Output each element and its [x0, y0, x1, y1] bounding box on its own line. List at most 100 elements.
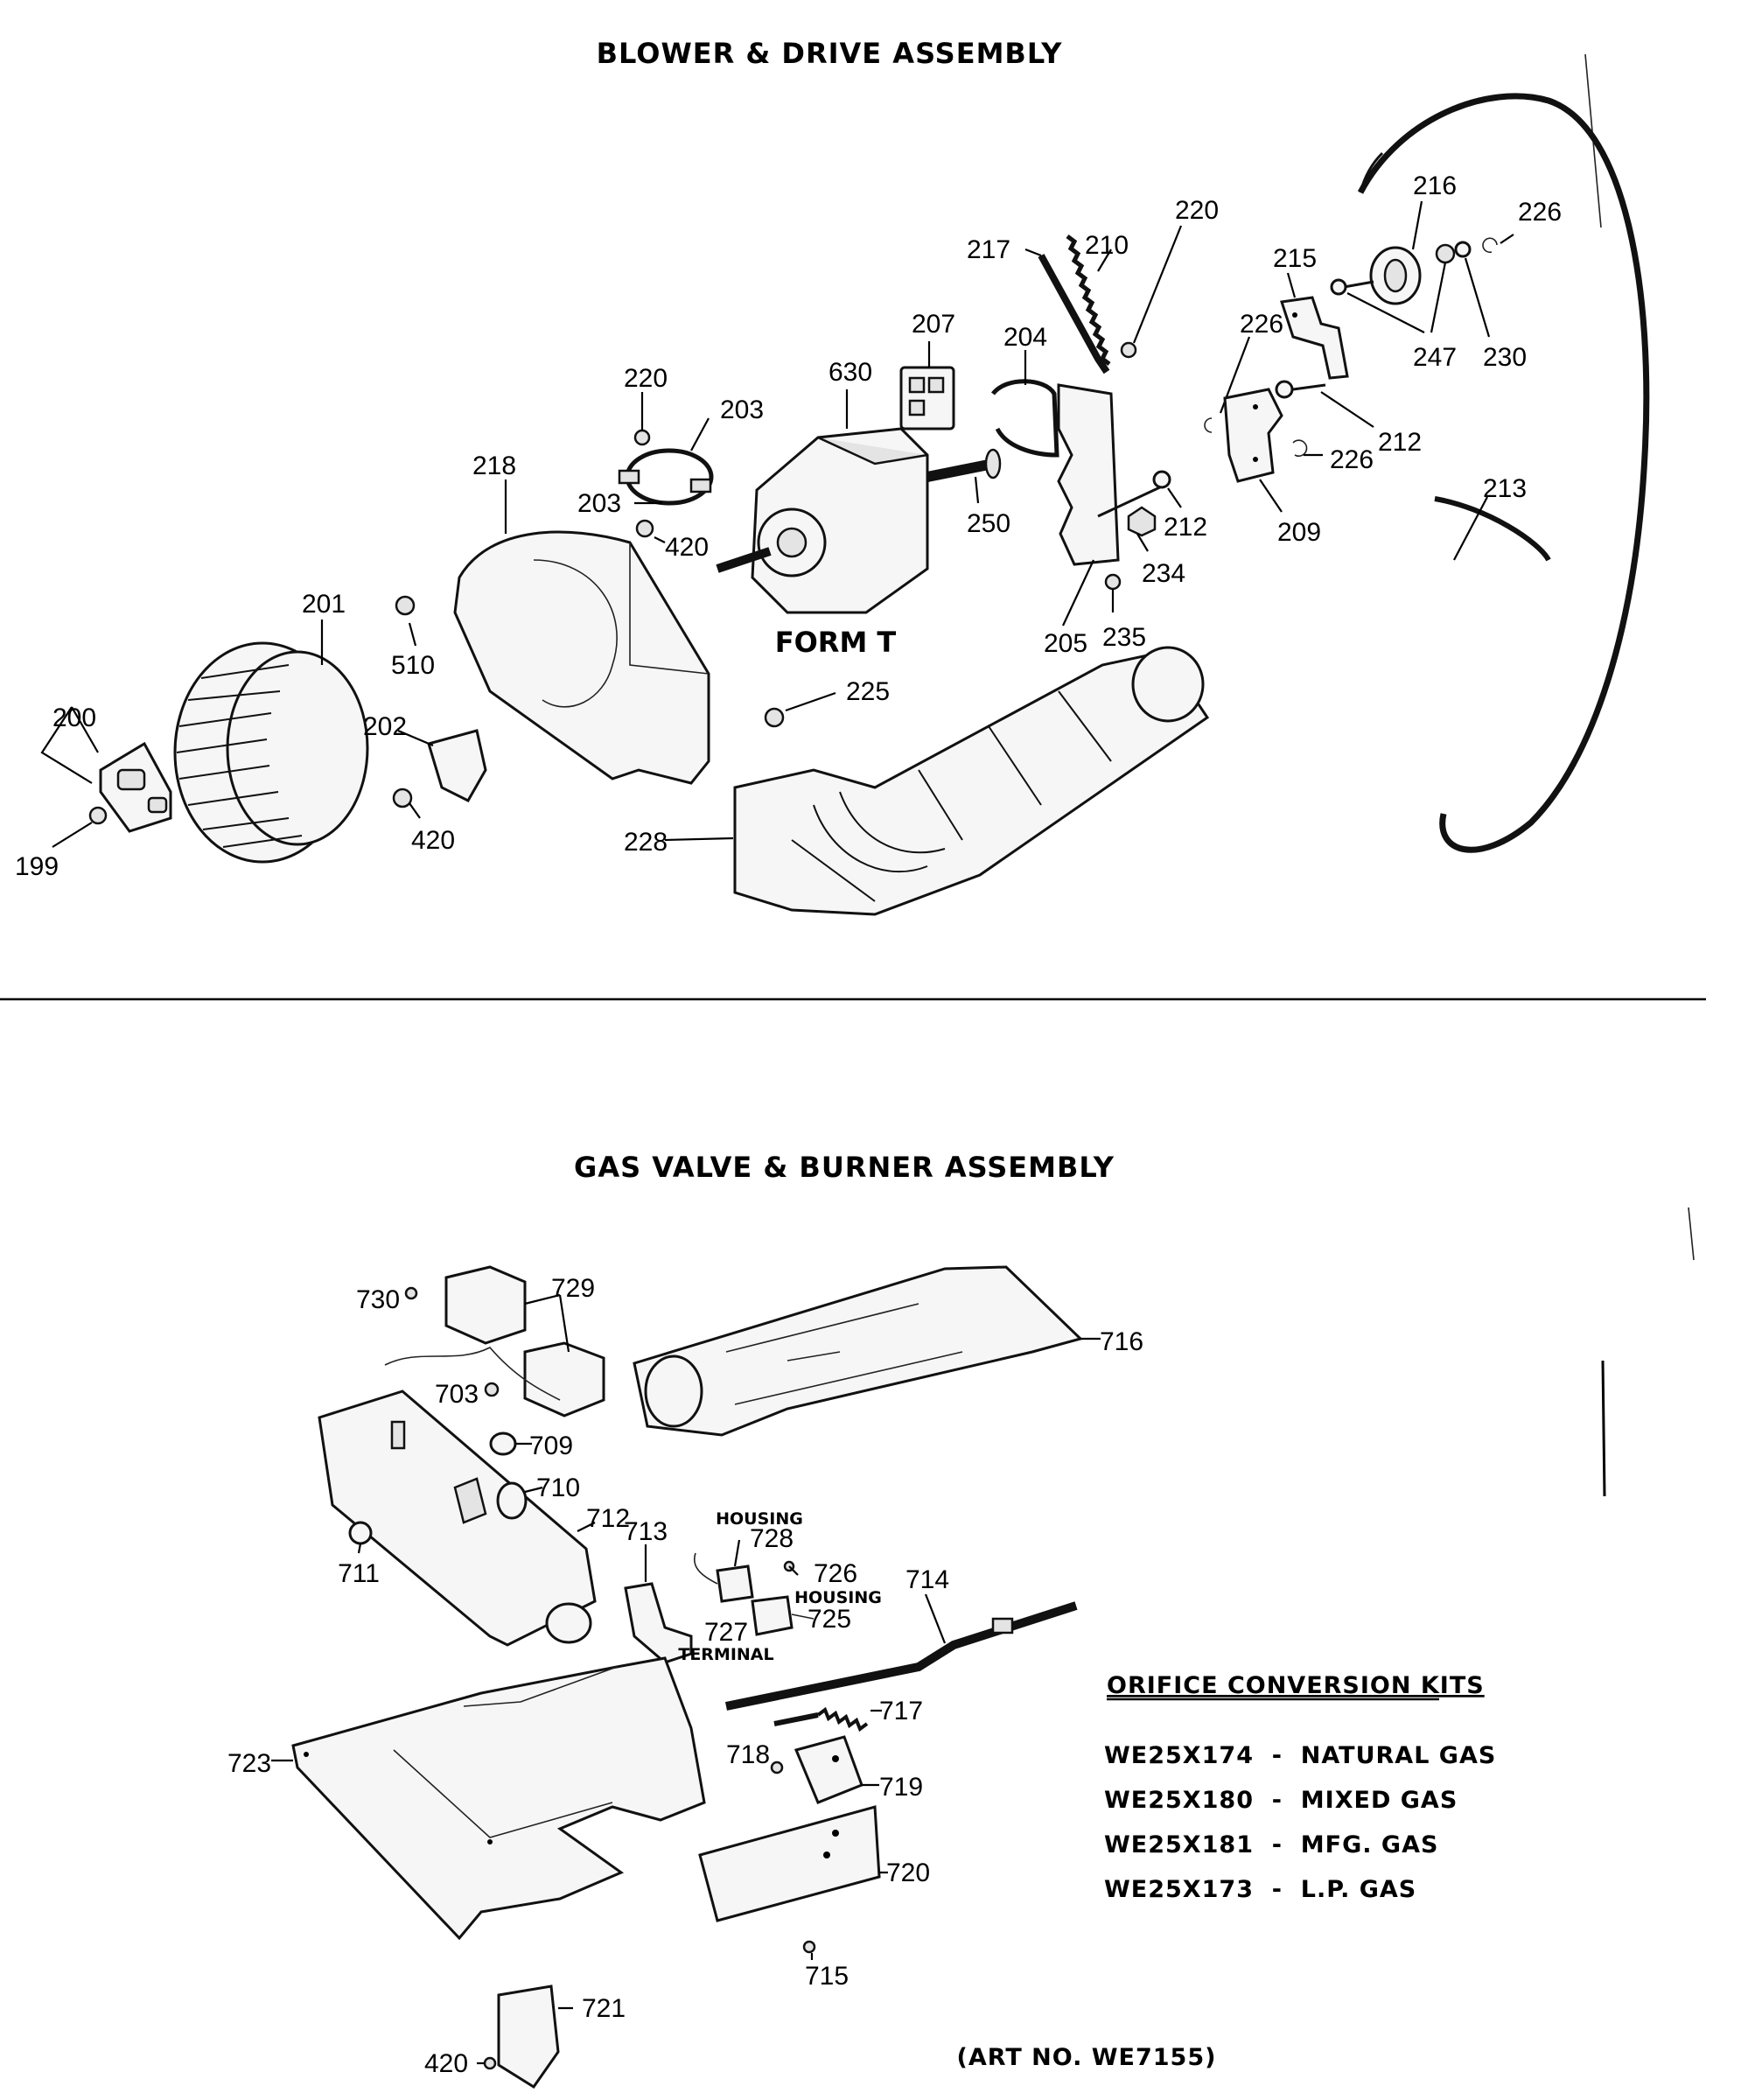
part-720-bracket — [698, 1805, 888, 1922]
callout-723: 723 — [227, 1749, 271, 1778]
housing-label: HOUSING — [716, 1509, 803, 1529]
part-226-clip — [1482, 234, 1514, 254]
part-728-housing — [694, 1539, 754, 1603]
part-220-screw — [1120, 225, 1183, 359]
callout-727: 727 — [704, 1618, 748, 1647]
terminal-label: TERMINAL — [678, 1645, 773, 1664]
callout-720: 720 — [886, 1858, 930, 1887]
leader-250 — [974, 476, 980, 504]
callout-218: 218 — [472, 452, 516, 480]
part-217-idler-arm — [1024, 248, 1110, 374]
part-230-washer — [1454, 241, 1491, 338]
part-200-bracket — [40, 706, 172, 833]
part-709-fitting — [489, 1432, 532, 1456]
part-726-pin — [783, 1560, 799, 1576]
part-212-washer — [1275, 380, 1374, 428]
part-205-motor-mount — [1057, 383, 1164, 626]
blower-assembly-title: BLOWER & DRIVE ASSEMBLY — [597, 37, 1063, 70]
part-717-spring — [773, 1706, 882, 1732]
callout-721: 721 — [582, 1994, 626, 2023]
part-204-clip — [991, 350, 1059, 458]
part-210-spring — [1066, 234, 1112, 366]
part-630-motor — [716, 389, 1002, 614]
part-711-plug — [348, 1521, 373, 1554]
callout-215: 215 — [1273, 244, 1317, 273]
callout-715: 715 — [805, 1962, 849, 1991]
scan-edge-mark — [1601, 1360, 1606, 1497]
part-420-screw — [635, 519, 666, 543]
orifice-kits-box: ORIFICE CONVERSION KITS WE25X174 - NATUR… — [1104, 1672, 1495, 1903]
callout-420: 420 — [665, 533, 709, 562]
part-710-fitting — [524, 1486, 543, 1494]
callout-725: 725 — [808, 1605, 851, 1634]
callout-203: 203 — [577, 489, 621, 518]
part-216-idler-pulley — [1330, 200, 1423, 305]
part-226-clip — [1292, 439, 1323, 458]
callout-729: 729 — [551, 1274, 595, 1303]
callout-203: 203 — [720, 396, 764, 424]
callout-201: 201 — [302, 590, 346, 619]
part-228-exhaust-duct — [664, 646, 1210, 916]
callout-247: 247 — [1413, 343, 1457, 372]
callout-204: 204 — [1003, 323, 1047, 352]
callout-230: 230 — [1483, 343, 1527, 372]
part-729-coils — [384, 1265, 605, 1418]
callout-213: 213 — [1483, 474, 1527, 503]
callout-726: 726 — [814, 1559, 857, 1588]
callout-228: 228 — [624, 828, 668, 857]
callout-226: 226 — [1240, 310, 1283, 339]
callout-714: 714 — [905, 1565, 949, 1594]
art-number: (ART NO. WE7155) — [957, 2044, 1217, 2071]
orifice-kit-item: WE25X173 - L.P. GAS — [1104, 1876, 1416, 1903]
part-420-screw — [392, 788, 421, 819]
callout-217: 217 — [967, 235, 1010, 264]
callouts-gas: 730 729 703 709 710 712 711 716 713 HOUS… — [227, 1274, 1143, 2078]
part-201-blower-wheel — [173, 620, 369, 864]
housing-label: HOUSING — [794, 1588, 882, 1607]
callout-730: 730 — [356, 1285, 400, 1314]
part-703-screw — [484, 1382, 500, 1397]
callout-718: 718 — [726, 1740, 770, 1769]
callout-220: 220 — [624, 364, 668, 393]
part-730-screw — [404, 1286, 418, 1300]
callout-250: 250 — [967, 509, 1010, 538]
callout-235: 235 — [1102, 623, 1146, 652]
callout-234: 234 — [1142, 559, 1185, 588]
callout-717: 717 — [879, 1697, 923, 1726]
part-220-screw — [633, 392, 651, 446]
callout-713: 713 — [624, 1517, 668, 1546]
part-719-igniter — [794, 1735, 879, 1804]
part-225-screw — [764, 691, 836, 728]
part-202-clip — [397, 729, 487, 802]
part-203-strap — [618, 417, 714, 506]
part-712-gas-valve — [318, 1390, 597, 1647]
callout-712: 712 — [586, 1504, 630, 1533]
callout-220: 220 — [1175, 196, 1219, 225]
orifice-kits-heading: ORIFICE CONVERSION KITS — [1107, 1672, 1485, 1699]
callout-703: 703 — [435, 1380, 479, 1409]
part-209-bracket — [1223, 388, 1283, 513]
callout-420: 420 — [411, 826, 455, 855]
callout-630: 630 — [829, 358, 872, 387]
part-247-bushing — [1346, 243, 1456, 333]
callout-209: 209 — [1277, 518, 1321, 547]
callout-207: 207 — [912, 310, 955, 339]
part-207-switch — [899, 341, 955, 430]
part-713-fitting — [624, 1544, 693, 1664]
part-212-washer — [1152, 470, 1182, 508]
callout-199: 199 — [15, 852, 59, 881]
part-725-housing — [751, 1595, 815, 1636]
callout-205: 205 — [1044, 629, 1087, 658]
part-215-idler-arm — [1280, 272, 1349, 380]
callout-709: 709 — [529, 1432, 573, 1460]
callout-226: 226 — [1518, 198, 1562, 227]
scan-edge-mark — [1688, 1207, 1695, 1261]
callout-225: 225 — [846, 677, 890, 706]
callout-210: 210 — [1085, 231, 1129, 260]
callout-212: 212 — [1164, 513, 1207, 542]
part-420-screw — [477, 2056, 497, 2070]
callout-510: 510 — [391, 651, 435, 680]
callout-728: 728 — [750, 1524, 794, 1553]
callouts-blower: 199 200 201 202 420 510 218 220 203 203 … — [15, 172, 1562, 881]
